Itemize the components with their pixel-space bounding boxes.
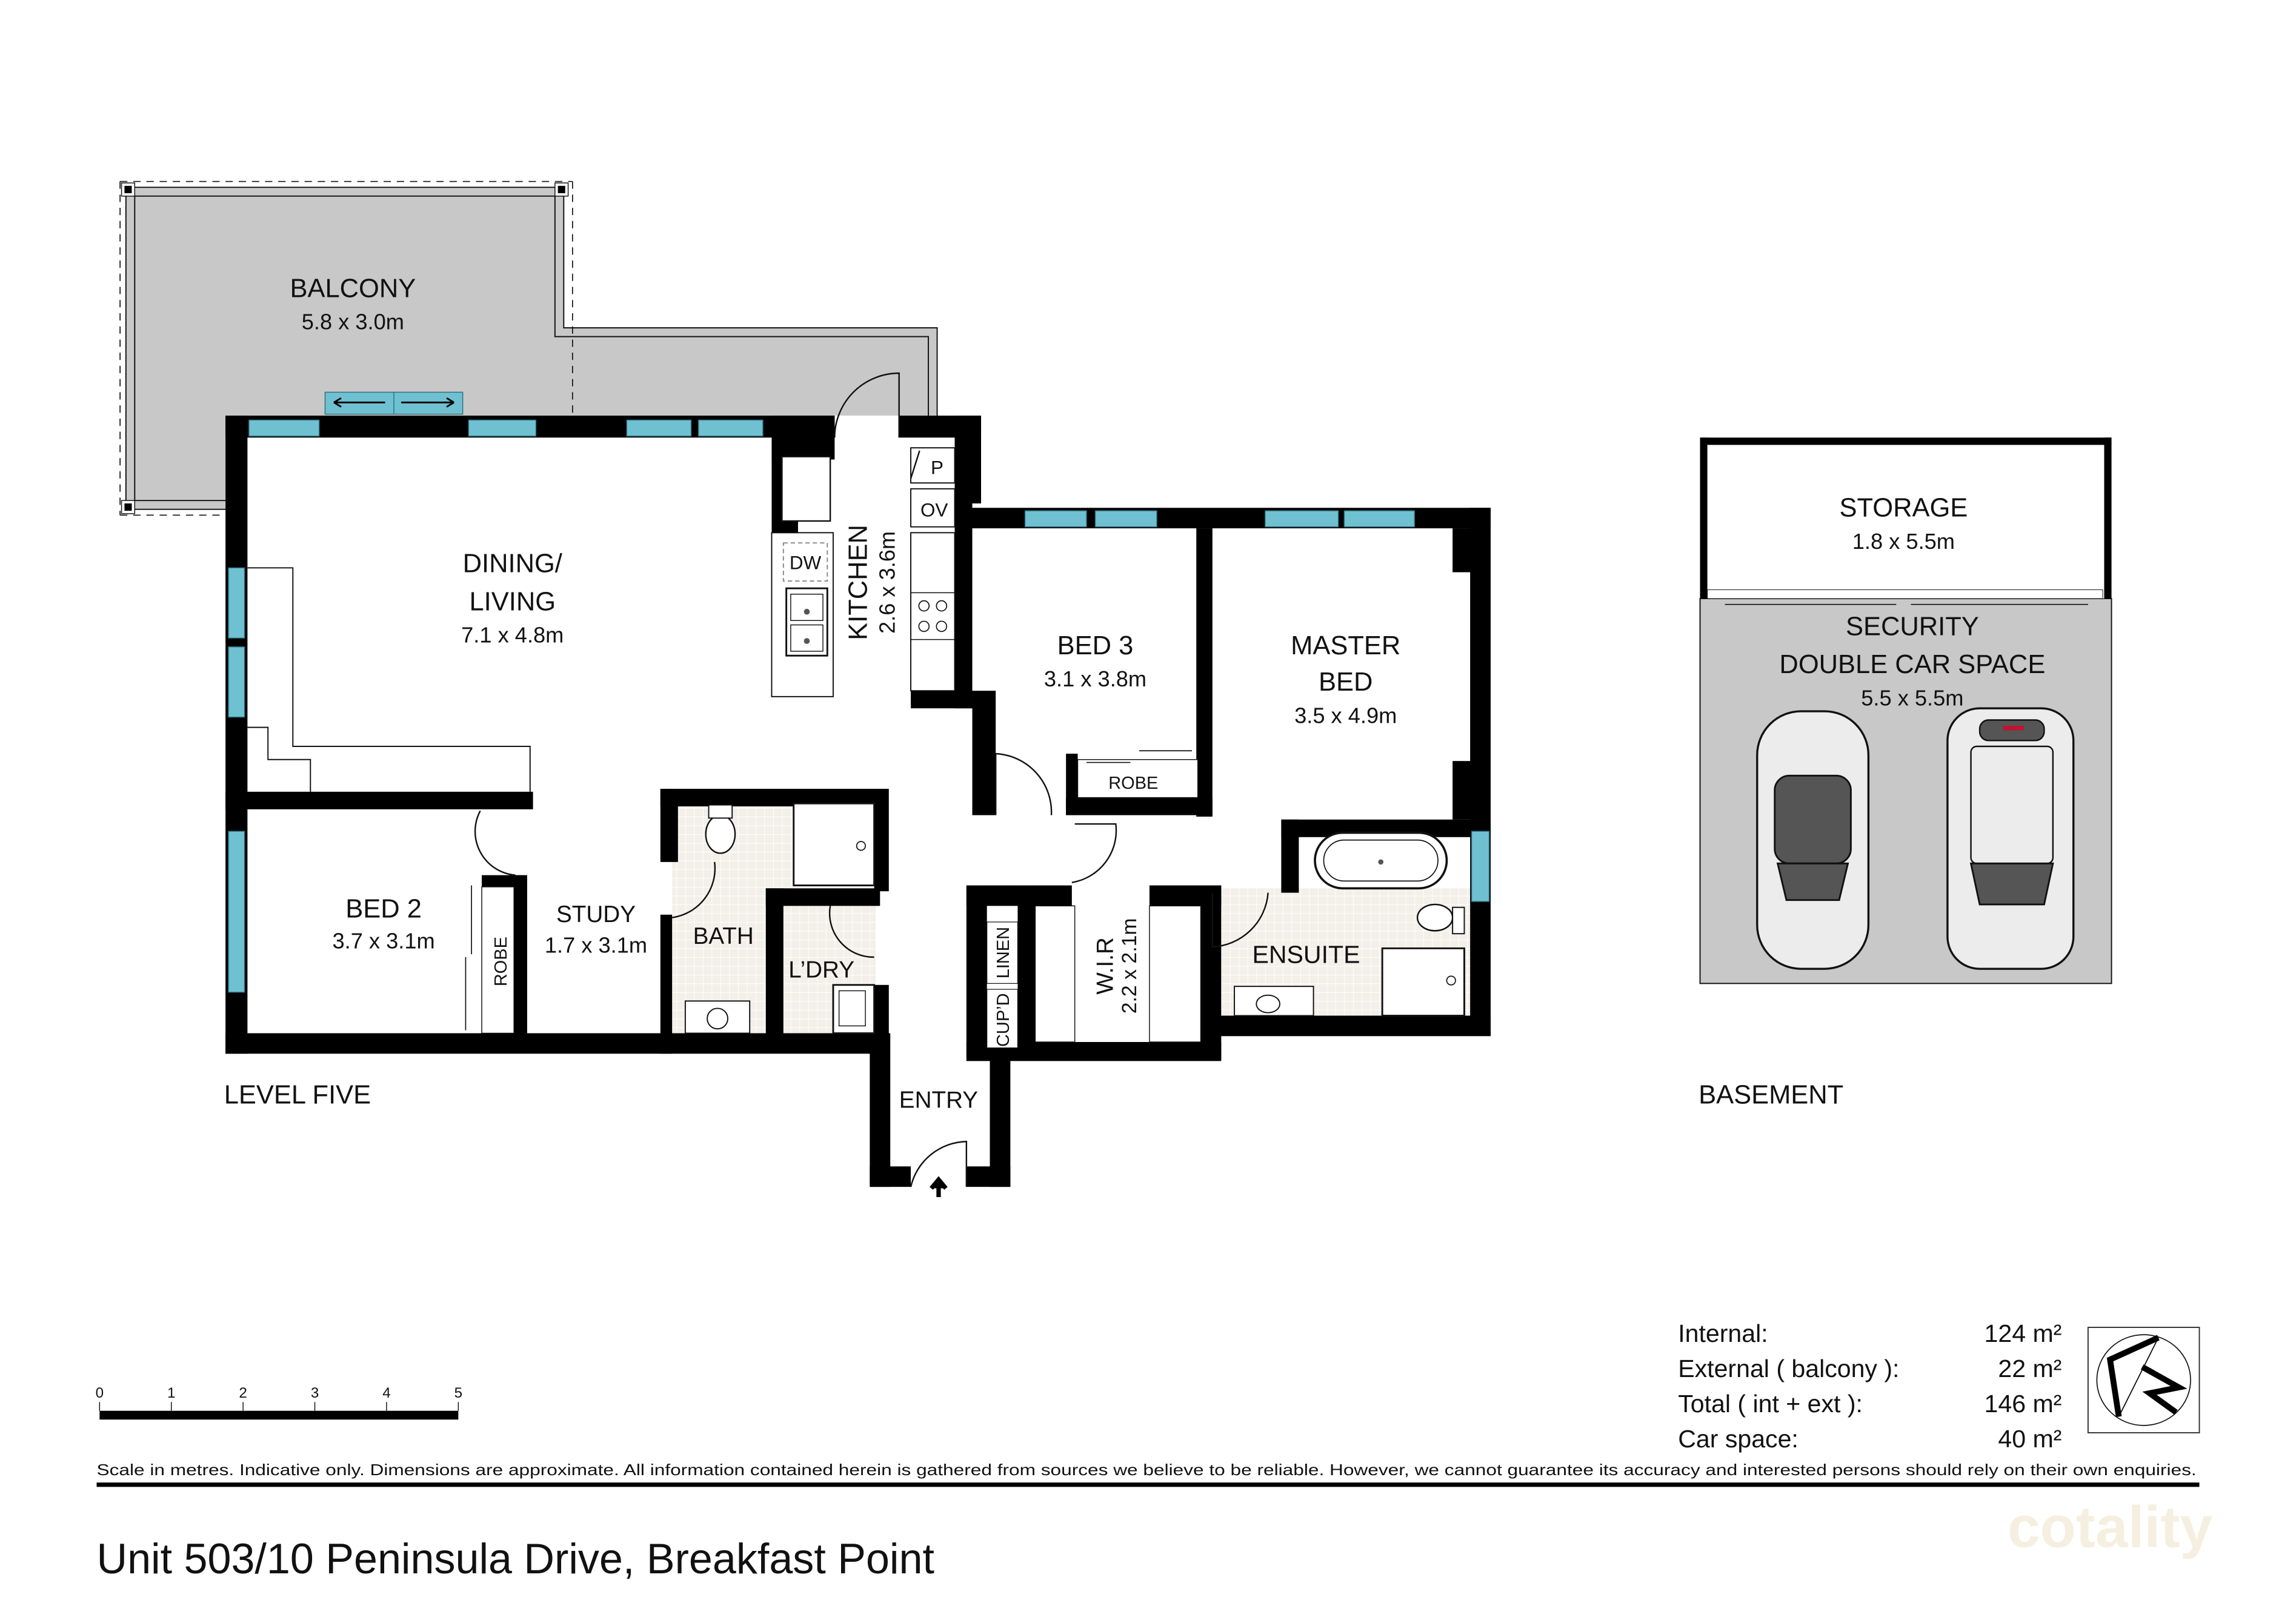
area-car-value: 40 m²	[1998, 1425, 2061, 1453]
room-labels: DINING/ LIVING 7.1 x 4.8m KITCHEN 2.6 x …	[224, 525, 1401, 1114]
bed2-robe-label: ROBE	[491, 937, 511, 986]
balcony-label: BALCONY	[290, 274, 416, 303]
bed3-label: BED 3	[1057, 631, 1134, 660]
wir-size: 2.2 x 2.1m	[1118, 918, 1141, 1014]
kitchen-label: KITCHEN	[844, 525, 873, 640]
bed2-label: BED 2	[345, 895, 422, 924]
scale-bar: 0 1 2 3 4 5	[96, 1385, 462, 1420]
bed3-robe-label: ROBE	[1108, 774, 1158, 793]
master-label-1: MASTER	[1291, 631, 1400, 660]
linen-label: LINEN	[994, 927, 1013, 978]
area-internal-value: 124 m²	[1985, 1319, 2062, 1347]
scale-tick-2: 2	[239, 1385, 247, 1401]
area-summary: Internal: 124 m² External ( balcony ): 2…	[1678, 1319, 2061, 1453]
bath-label: BATH	[693, 923, 754, 949]
area-external-value: 22 m²	[1998, 1355, 2061, 1382]
oven-label: OV	[920, 500, 948, 521]
study-size: 1.7 x 3.1m	[545, 933, 647, 958]
study-label: STUDY	[556, 901, 636, 928]
fixtures: DW P OV ROBE	[247, 447, 1465, 1049]
master-label-2: BED	[1319, 668, 1373, 697]
car-convertible-icon	[1756, 710, 1870, 970]
doors	[474, 372, 1269, 1187]
area-total-label: Total ( int + ext ):	[1678, 1390, 1863, 1418]
cupboard-label: CUP’D	[994, 993, 1013, 1047]
area-internal-label: Internal:	[1678, 1319, 1768, 1347]
scale-tick-0: 0	[96, 1385, 104, 1401]
bed3-size: 3.1 x 3.8m	[1044, 666, 1146, 691]
storage-label: STORAGE	[1839, 494, 1968, 523]
basement-label: BASEMENT	[1699, 1080, 1843, 1109]
dining-label-1: DINING/	[463, 549, 563, 579]
dishwasher-label: DW	[790, 553, 822, 574]
cooktop-icon	[918, 600, 948, 632]
address-title: Unit 503/10 Peninsula Drive, Breakfast P…	[96, 1535, 934, 1582]
windows	[228, 391, 1490, 993]
bed2-size: 3.7 x 3.1m	[333, 928, 435, 953]
footer-divider	[96, 1482, 2200, 1487]
dining-label-2: LIVING	[469, 587, 556, 616]
wir-label: W.I.R	[1092, 937, 1118, 994]
scale-tick-5: 5	[454, 1385, 462, 1401]
area-car-label: Car space:	[1678, 1425, 1799, 1453]
area-external-label: External ( balcony ):	[1678, 1355, 1899, 1382]
entry-arrow-icon	[930, 1176, 948, 1198]
walls	[225, 416, 1491, 1187]
kitchen-size: 2.6 x 3.6m	[874, 531, 899, 634]
carspace-label-2: DOUBLE CAR SPACE	[1779, 650, 2045, 679]
balcony: BALCONY 5.8 x 3.0m	[119, 181, 938, 516]
disclaimer: Scale in metres. Indicative only. Dimens…	[96, 1462, 2196, 1479]
storage-size: 1.8 x 5.5m	[1852, 529, 1955, 554]
master-size: 3.5 x 4.9m	[1294, 703, 1397, 728]
area-total-value: 146 m²	[1985, 1390, 2062, 1418]
balcony-size: 5.8 x 3.0m	[302, 310, 404, 334]
car-sedan-icon	[1946, 707, 2075, 970]
ensuite-label: ENSUITE	[1252, 941, 1360, 969]
carspace-size: 5.5 x 5.5m	[1861, 685, 1963, 710]
compass-north-icon	[2087, 1327, 2200, 1433]
scale-tick-4: 4	[382, 1385, 390, 1401]
entry-label: ENTRY	[899, 1087, 978, 1114]
level-label: LEVEL FIVE	[224, 1080, 371, 1109]
carspace-label-1: SECURITY	[1846, 612, 1979, 641]
basement: STORAGE 1.8 x 5.5m SECURITY DOUBLE CAR S…	[1699, 437, 2112, 1109]
scale-tick-3: 3	[311, 1385, 319, 1401]
dining-size: 7.1 x 4.8m	[461, 622, 564, 647]
pantry-label: P	[931, 457, 943, 479]
scale-tick-1: 1	[167, 1385, 175, 1401]
laundry-label: L’DRY	[788, 957, 854, 983]
watermark-logo: cotality	[2008, 1495, 2213, 1559]
